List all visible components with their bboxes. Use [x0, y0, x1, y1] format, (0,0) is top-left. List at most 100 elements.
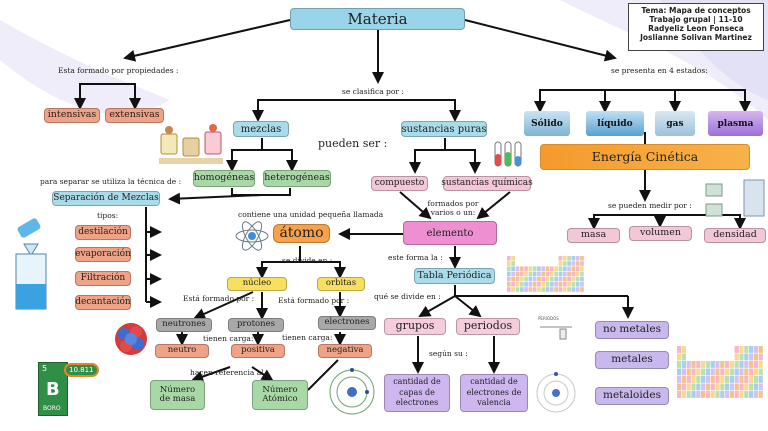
periodic-table-cell: [734, 391, 739, 398]
periodic-table-cell: [686, 368, 691, 376]
periodic-table-cell: [519, 276, 524, 282]
periodic-table-cell: [705, 376, 710, 383]
periodic-table-cell: [580, 261, 584, 266]
periodic-table-cell: [511, 256, 515, 261]
label-esta-formado-1: Está formado por :: [183, 294, 255, 303]
periodic-table-cell: [519, 266, 524, 271]
node-tabla-periodica: Tabla Periódica: [414, 268, 495, 284]
periodic-table-cell: [705, 361, 710, 368]
node-protones: protones: [228, 318, 284, 332]
periodic-table-cell: [562, 287, 567, 292]
periodic-table-cell: [729, 376, 734, 383]
periodic-table-cell: [580, 256, 584, 261]
periodic-table-cell: [571, 282, 576, 287]
node-metaloides: metaloides: [595, 387, 669, 405]
periodic-table-cell: [677, 361, 682, 368]
periodic-table-cell: [701, 383, 706, 391]
periodic-table-cell: [567, 276, 571, 282]
periodic-table-cell: [710, 391, 715, 398]
periodic-table-cell: [696, 368, 701, 376]
node-cantidad-valencia: cantidad de electrones de valencia: [460, 374, 528, 412]
periodic-table-cell: [575, 256, 580, 261]
periodic-table-cell: [691, 368, 696, 376]
periodic-table-cell: [715, 391, 720, 398]
periodic-table-cell: [519, 287, 524, 292]
periodic-table-cell: [691, 383, 696, 391]
periodic-table-cell: [558, 256, 563, 261]
periodic-table-cell: [686, 361, 691, 368]
periodic-table-cell: [681, 361, 686, 368]
periodic-table-cell: [545, 287, 550, 292]
periodic-table-cell: [677, 391, 682, 398]
periodic-table-cell: [528, 271, 533, 277]
periodic-table-cell: [739, 391, 744, 398]
periodic-table-cell: [744, 391, 749, 398]
node-negativa: negativa: [318, 344, 372, 358]
periodic-table-cell: [575, 276, 580, 282]
label-unidad: contiene una unidad pequeña llamada: [238, 210, 384, 219]
periodic-table-cell: [580, 276, 584, 282]
node-cantidad-capas: cantidad de capas de electrones: [384, 374, 450, 412]
periodic-table-cell: [571, 276, 576, 282]
node-no-metales: no metales: [595, 321, 669, 339]
periodic-table-cell: [507, 276, 511, 282]
periodic-table-cell: [744, 346, 749, 353]
node-densidad: densidad: [704, 228, 766, 243]
periodic-table-cell: [725, 368, 730, 376]
periodic-table-cell: [575, 266, 580, 271]
periodic-table-cell: [511, 261, 515, 266]
periodic-table-cell: [753, 383, 758, 391]
periodic-table-cell: [686, 383, 691, 391]
periodic-table-cell: [753, 368, 758, 376]
periodic-table-cell: [550, 282, 554, 287]
label-segun-su: según su :: [429, 349, 468, 358]
label-pueden-ser: pueden ser :: [318, 137, 388, 150]
label-tienen-carga-1: tienen carga:: [203, 334, 254, 343]
periodic-table-cell: [550, 276, 554, 282]
periodic-table-cell: [507, 271, 511, 277]
periodic-table-cell: [725, 391, 730, 398]
periodic-table-cell: [753, 391, 758, 398]
beaker-pouring-icon: [15, 218, 47, 310]
measure-diagram-icon: [705, 179, 765, 217]
periodic-table-cell: [744, 353, 749, 361]
node-destilacion: destilación: [75, 225, 131, 240]
periodic-table-cell: [532, 271, 537, 277]
periodic-table-cell: [725, 376, 730, 383]
periodic-table-cell: [696, 383, 701, 391]
periodic-table-cell: [545, 271, 550, 277]
label-formado-propiedades: Esta formado por propiedades :: [58, 66, 179, 75]
label-se-clasifica: se clasifica por :: [342, 87, 404, 96]
periodic-table-cell: [691, 361, 696, 368]
node-neutro: neutro: [155, 344, 209, 358]
periodic-table-cell: [580, 282, 584, 287]
periodic-table-cell: [580, 271, 584, 277]
periodic-table-cell: [701, 368, 706, 376]
periodic-table-icon: [506, 254, 586, 294]
node-masa: masa: [567, 228, 620, 243]
periodic-table-cell: [550, 287, 554, 292]
periodic-table-cell: [571, 266, 576, 271]
periodic-table-cell: [749, 368, 754, 376]
periodic-table-cell: [532, 276, 537, 282]
periodic-table-cell: [537, 266, 541, 271]
info-note: Tema: Mapa de conceptos Trabajo grupal |…: [628, 3, 764, 51]
periodic-table-cell: [537, 282, 541, 287]
boron-element-card: 5 B BORO: [38, 362, 68, 416]
node-intensivas: intensivas: [44, 108, 100, 123]
note-line-topic: Tema: Mapa de conceptos: [641, 6, 751, 15]
periodic-table-cell: [524, 276, 528, 282]
node-sustancias-quimicas: sustancias químicas: [441, 176, 533, 191]
periodic-table-cell: [558, 287, 563, 292]
node-sustancias-puras: sustancias puras: [401, 121, 487, 137]
boron-name: BORO: [43, 405, 61, 412]
periodic-table-cell: [507, 261, 511, 266]
periodic-table-cell: [558, 261, 563, 266]
periodic-table-cell: [720, 376, 725, 383]
periodic-table-cell: [701, 361, 706, 368]
periodic-table-cell: [567, 282, 571, 287]
periodic-table-cell: [701, 376, 706, 383]
periodic-table-cell: [744, 376, 749, 383]
periodic-table-cell: [749, 346, 754, 353]
label-se-divide: se divide en :: [282, 256, 333, 265]
